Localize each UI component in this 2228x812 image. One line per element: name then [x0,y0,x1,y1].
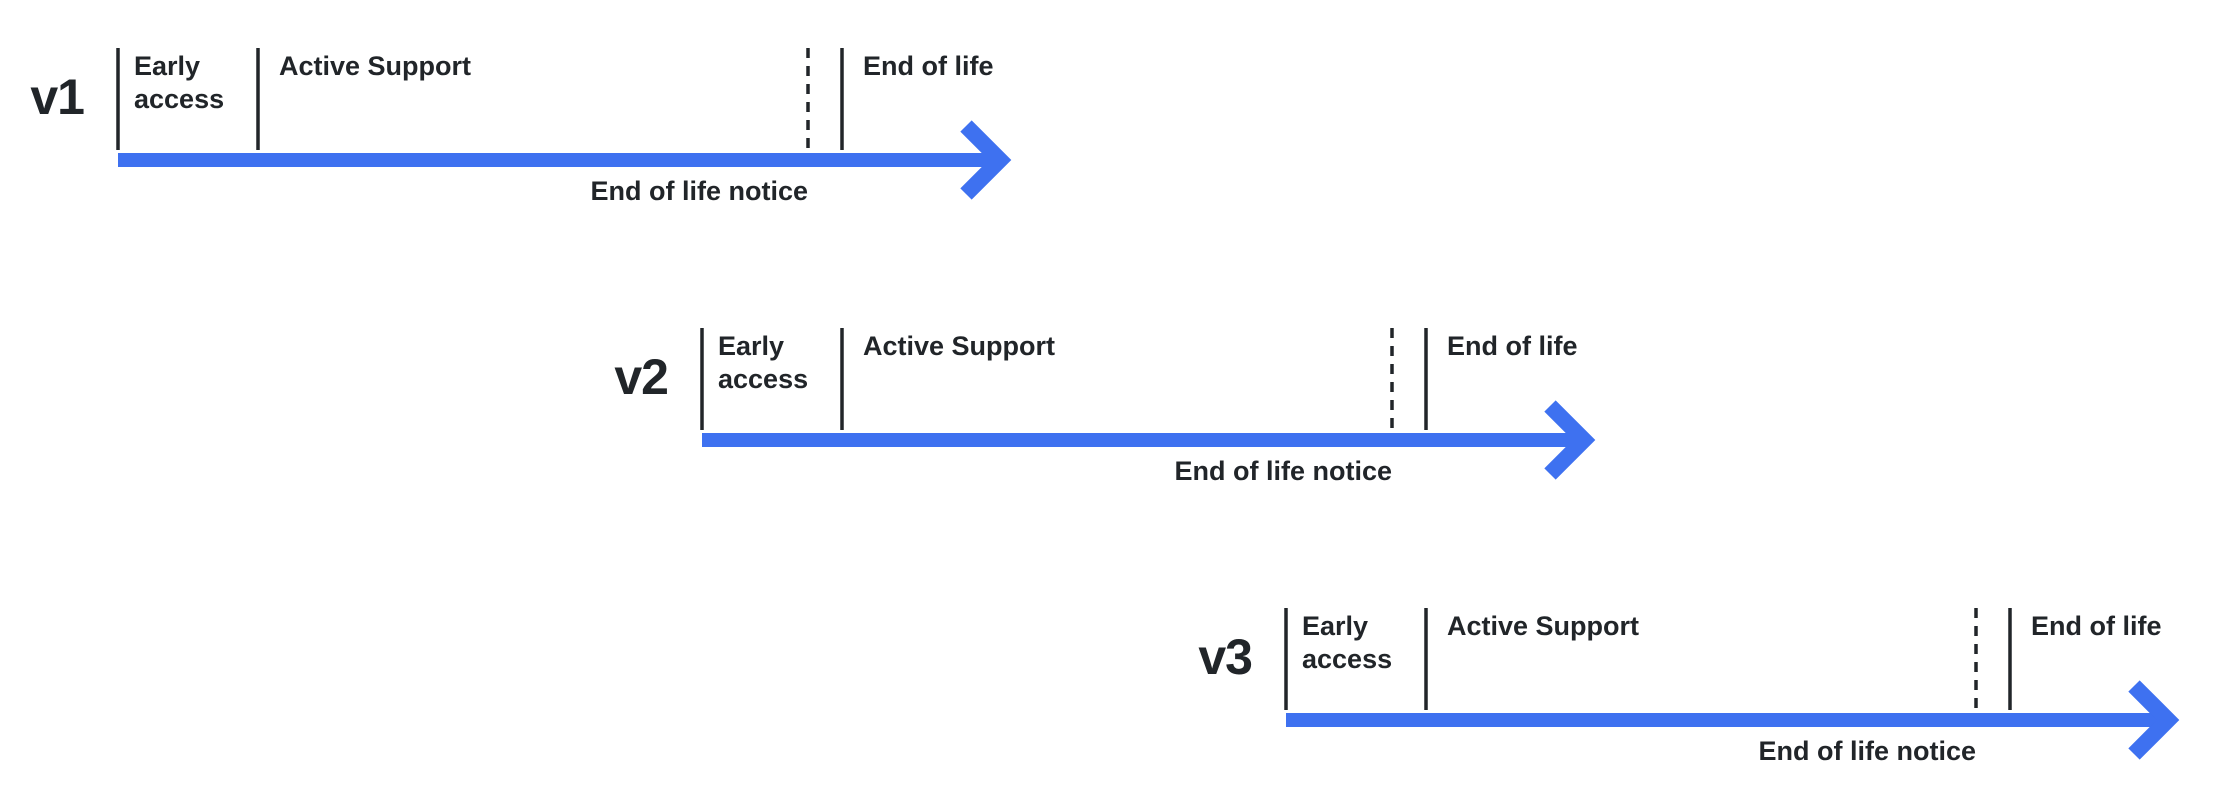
timeline-row-v2: v2 Early access Active Support End of li… [584,320,1644,495]
timeline-graphics-v2 [700,328,1596,480]
active-support-label: Active Support [279,51,472,81]
eol-notice-label: End of life notice [590,176,808,206]
end-of-life-label: End of life [2031,611,2162,641]
eol-notice-label: End of life notice [1174,456,1392,486]
active-support-label: Active Support [863,331,1056,361]
eol-notice-label: End of life notice [1758,736,1976,766]
version-label: v3 [1198,629,1253,685]
version-label: v1 [30,69,85,125]
version-label: v2 [614,349,669,405]
timeline-graphics-v1 [116,48,1012,200]
timeline-arrow-head-icon [1544,400,1596,480]
early-access-label: Early access [718,331,809,394]
early-access-label: Early access [1302,611,1393,674]
timeline-arrow-head-icon [2128,680,2180,760]
end-of-life-label: End of life [863,51,994,81]
end-of-life-label: End of life [1447,331,1578,361]
early-access-label: Early access [134,51,225,114]
timeline-arrow-head-icon [960,120,1012,200]
active-support-label: Active Support [1447,611,1640,641]
timeline-row-v3: v3 Early access Active Support End of li… [1168,600,2228,775]
timeline-graphics-v3 [1284,608,2180,760]
timeline-row-v1: v1 Early access Active Support End of li… [0,40,1060,215]
